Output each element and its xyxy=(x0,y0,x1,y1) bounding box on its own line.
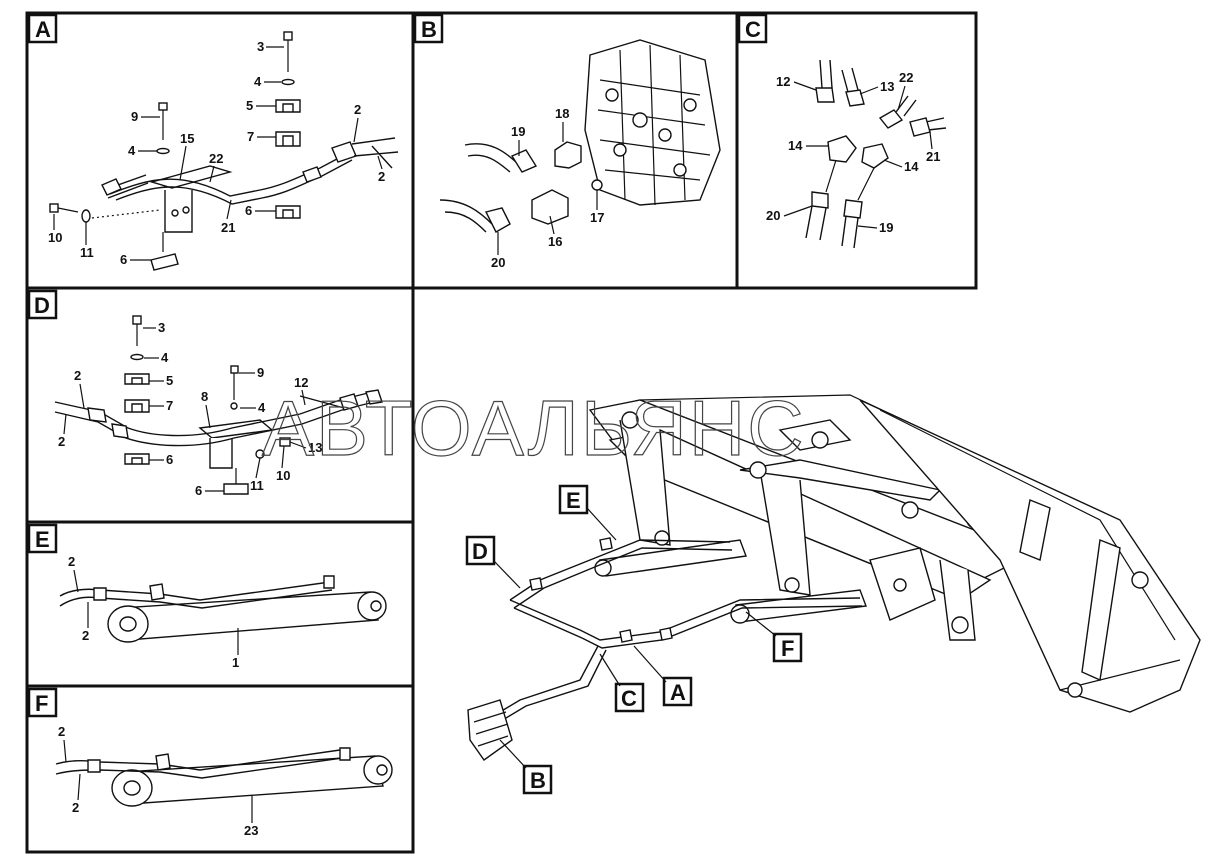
panel-d-callouts: 3 4 5 7 9 8 4 12 13 2 2 6 10 11 6 xyxy=(58,320,322,498)
svg-text:17: 17 xyxy=(590,210,604,225)
svg-text:3: 3 xyxy=(257,39,264,54)
svg-text:18: 18 xyxy=(555,106,569,121)
panel-f-callouts: 2 2 23 xyxy=(58,724,258,838)
svg-text:2: 2 xyxy=(58,434,65,449)
svg-text:4: 4 xyxy=(254,74,262,89)
svg-text:6: 6 xyxy=(245,203,252,218)
svg-text:21: 21 xyxy=(926,149,940,164)
svg-text:2: 2 xyxy=(378,169,385,184)
svg-text:16: 16 xyxy=(548,234,562,249)
svg-text:20: 20 xyxy=(766,208,780,223)
svg-text:3: 3 xyxy=(158,320,165,335)
svg-text:2: 2 xyxy=(354,102,361,117)
svg-text:21: 21 xyxy=(221,220,235,235)
overview-tags: E D F A C B xyxy=(465,484,803,795)
loader-overview-drawing xyxy=(467,394,1201,761)
panel-e-tag: E xyxy=(27,523,58,554)
panel-e-callouts: 2 2 1 xyxy=(68,554,239,670)
svg-text:F: F xyxy=(35,691,48,716)
svg-text:6: 6 xyxy=(166,452,173,467)
panel-b-tag: B xyxy=(413,13,444,44)
svg-text:7: 7 xyxy=(166,398,173,413)
svg-text:4: 4 xyxy=(128,143,136,158)
svg-text:2: 2 xyxy=(58,724,65,739)
panel-f-frame xyxy=(25,684,415,854)
svg-text:4: 4 xyxy=(161,350,169,365)
svg-text:11: 11 xyxy=(80,245,94,260)
svg-text:9: 9 xyxy=(257,365,264,380)
svg-text:2: 2 xyxy=(72,800,79,815)
watermark-text: АВТОАЛЬЯНС xyxy=(262,384,806,472)
svg-text:D: D xyxy=(472,539,488,564)
svg-text:11: 11 xyxy=(250,478,264,493)
svg-text:2: 2 xyxy=(74,368,81,383)
svg-text:C: C xyxy=(621,686,637,711)
svg-text:15: 15 xyxy=(180,131,194,146)
panel-a-drawing xyxy=(49,31,399,271)
svg-text:D: D xyxy=(34,293,50,318)
svg-text:E: E xyxy=(35,527,50,552)
svg-text:E: E xyxy=(566,488,581,513)
panel-d-drawing xyxy=(54,315,383,495)
svg-text:C: C xyxy=(745,17,761,42)
svg-text:2: 2 xyxy=(68,554,75,569)
svg-text:12: 12 xyxy=(776,74,790,89)
svg-text:6: 6 xyxy=(195,483,202,498)
panel-a-callouts: 3 4 5 7 9 15 4 22 2 2 21 6 10 11 6 xyxy=(48,39,385,267)
svg-text:10: 10 xyxy=(48,230,62,245)
panel-e-drawing xyxy=(59,575,387,643)
svg-text:14: 14 xyxy=(788,138,803,153)
svg-text:8: 8 xyxy=(201,389,208,404)
svg-text:5: 5 xyxy=(246,98,253,113)
svg-text:1: 1 xyxy=(232,655,239,670)
svg-text:6: 6 xyxy=(120,252,127,267)
panel-f-tag: F xyxy=(27,687,58,718)
svg-text:14: 14 xyxy=(904,159,919,174)
svg-text:19: 19 xyxy=(879,220,893,235)
svg-text:A: A xyxy=(670,680,686,705)
svg-text:7: 7 xyxy=(247,129,254,144)
svg-text:B: B xyxy=(530,768,546,793)
svg-text:F: F xyxy=(781,636,794,661)
svg-text:20: 20 xyxy=(491,255,505,270)
svg-text:13: 13 xyxy=(880,79,894,94)
panel-a-tag: A xyxy=(27,13,58,44)
svg-text:A: A xyxy=(35,17,51,42)
svg-text:4: 4 xyxy=(258,400,266,415)
svg-text:13: 13 xyxy=(308,440,322,455)
panel-b-callouts: 18 19 17 16 20 xyxy=(491,106,604,270)
svg-text:2: 2 xyxy=(82,628,89,643)
panel-f-drawing xyxy=(55,747,393,807)
panel-b-drawing xyxy=(439,39,721,233)
svg-text:5: 5 xyxy=(166,373,173,388)
svg-text:22: 22 xyxy=(899,70,913,85)
svg-text:9: 9 xyxy=(131,109,138,124)
svg-text:B: B xyxy=(421,17,437,42)
panel-c-frame xyxy=(735,11,978,290)
svg-text:22: 22 xyxy=(209,151,223,166)
svg-text:12: 12 xyxy=(294,375,308,390)
panel-d-tag: D xyxy=(27,289,58,320)
svg-text:10: 10 xyxy=(276,468,290,483)
panel-c-tag: C xyxy=(737,13,768,44)
svg-text:19: 19 xyxy=(511,124,525,139)
panel-c-callouts: 12 13 22 14 14 21 20 19 xyxy=(766,70,940,235)
svg-text:23: 23 xyxy=(244,823,258,838)
